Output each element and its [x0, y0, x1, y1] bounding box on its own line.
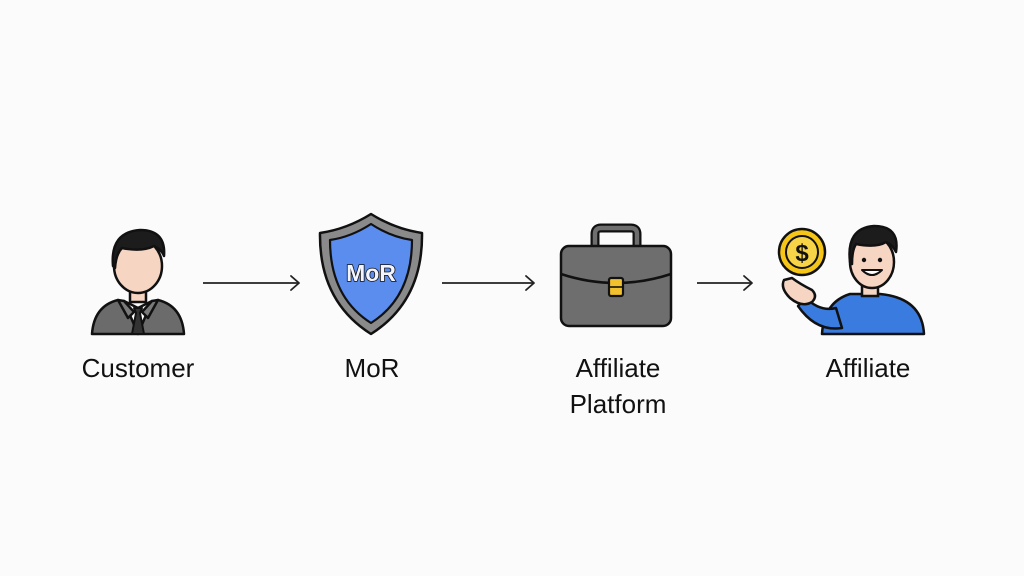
- coin-hand-person-icon: $: [777, 224, 926, 336]
- customer-node: [88, 222, 188, 336]
- briefcase-icon: [559, 223, 673, 328]
- arrow-platform-to-affiliate: [697, 274, 755, 292]
- mor-node: MoR: [317, 211, 425, 337]
- arrow-mor-to-platform: [442, 274, 538, 292]
- affiliate-label: Affiliate: [825, 353, 911, 383]
- shield-badge-text: MoR: [346, 260, 396, 286]
- shield-icon: MoR: [318, 212, 424, 336]
- coin-symbol: $: [795, 240, 809, 267]
- mor-label: MoR: [344, 353, 400, 383]
- arrow-right-icon: [442, 275, 535, 291]
- affiliate-platform-label-line2: Platform: [569, 389, 667, 419]
- arrow-right-icon: [203, 275, 300, 291]
- affiliate-node: $: [776, 222, 928, 336]
- customer-label: Customer: [81, 353, 195, 383]
- businessman-icon: [90, 228, 186, 336]
- affiliate-platform-node: [559, 223, 673, 328]
- affiliate-platform-label-line1: Affiliate: [575, 353, 661, 383]
- arrow-right-icon: [697, 275, 753, 291]
- arrow-customer-to-mor: [203, 274, 303, 292]
